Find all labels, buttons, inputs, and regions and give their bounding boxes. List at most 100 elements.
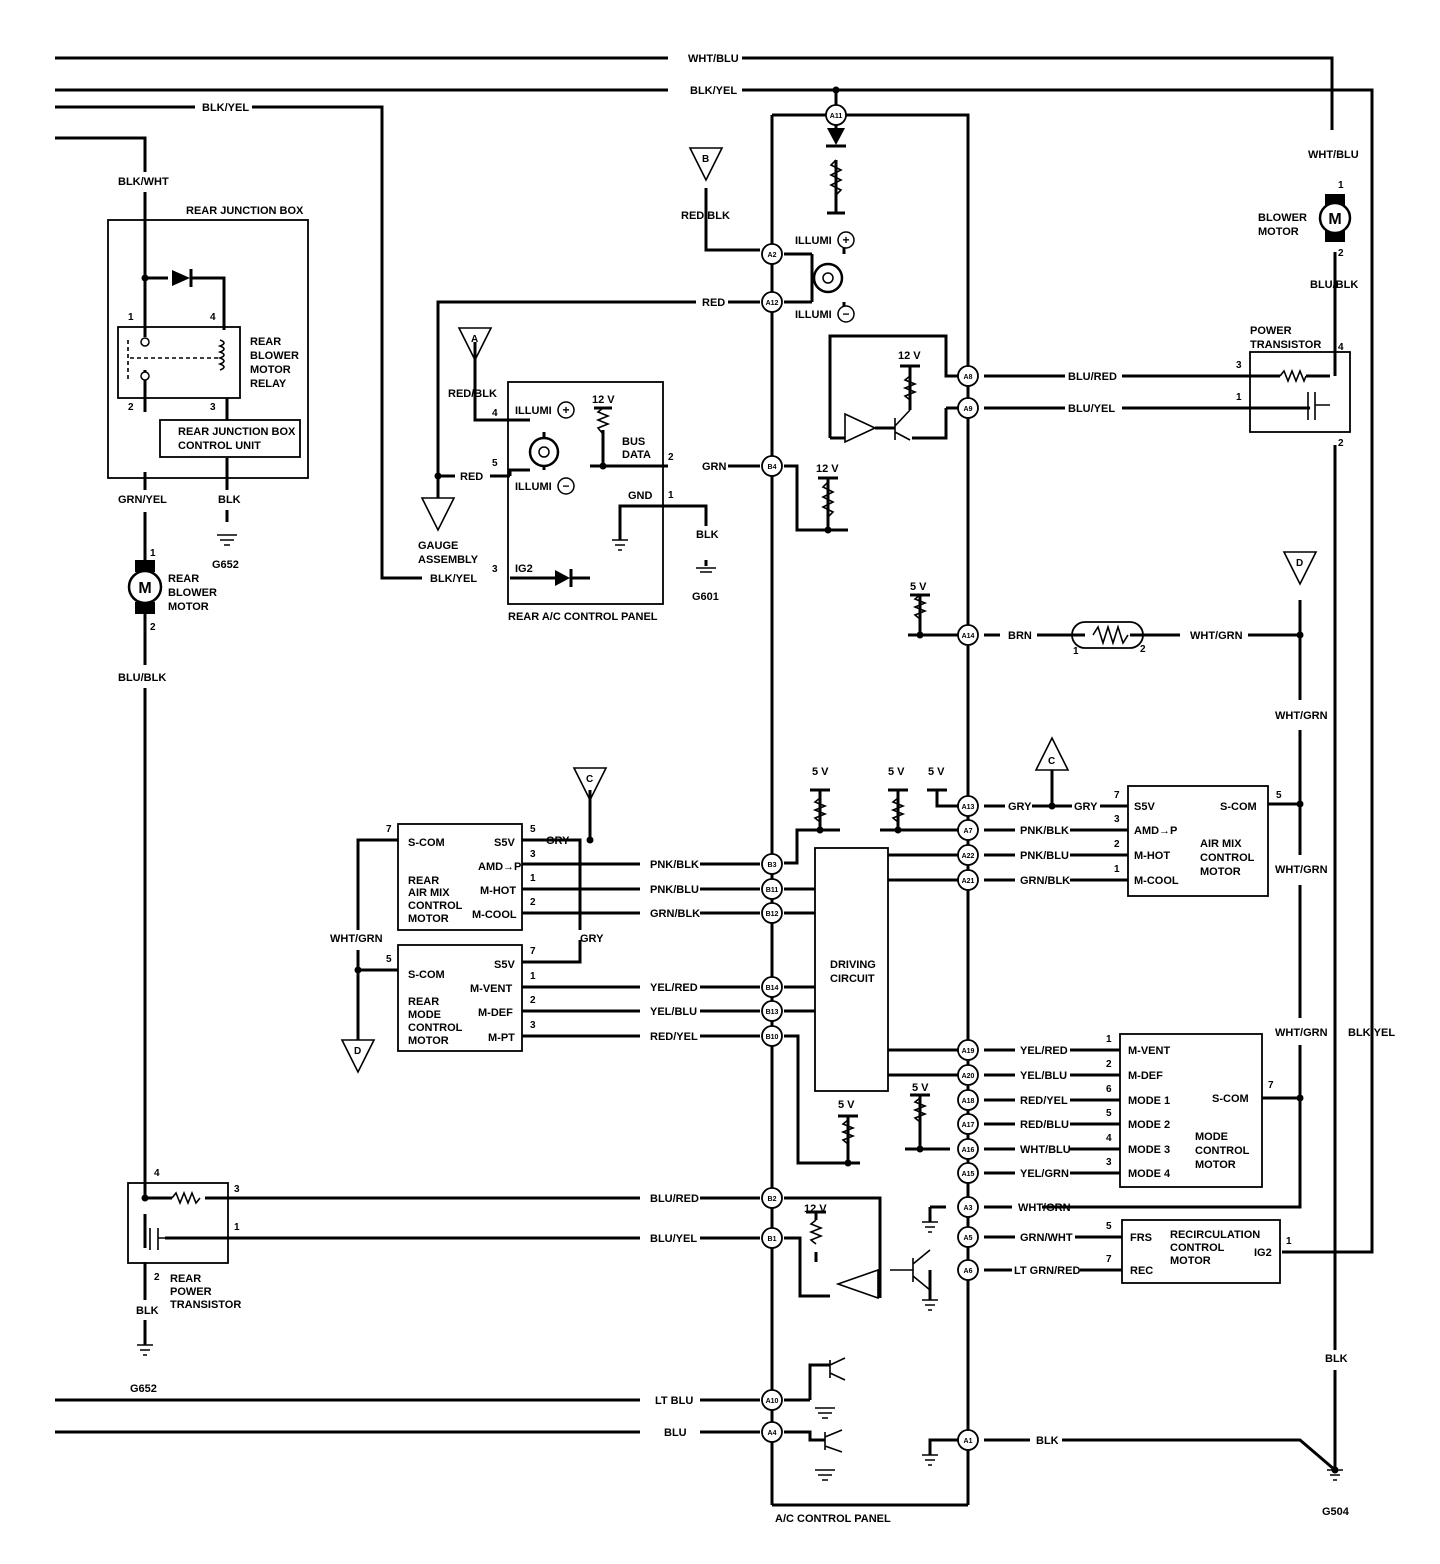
rear-air-mix-label-4: MOTOR (408, 913, 449, 925)
illumi-bulb-icon (812, 262, 844, 294)
terminal-a9: A9 (957, 397, 979, 419)
wire-label-wht-grn: WHT/GRN (330, 933, 383, 945)
air-mix-label-3: MOTOR (1200, 866, 1241, 878)
terminal-b3: B3 (761, 853, 783, 875)
wire-label-blk-wht: BLK/WHT (118, 176, 169, 188)
terminal-a6: A6 (957, 1259, 979, 1281)
terminal-label: A14 (962, 633, 975, 640)
terminal-b10: B10 (761, 1025, 783, 1047)
air-mix-label-2: CONTROL (1200, 852, 1255, 864)
minus-icon: − (842, 307, 849, 321)
pin-number: 4 (1338, 342, 1344, 353)
pin-number: 3 (1114, 814, 1120, 825)
terminal-label: B13 (766, 1009, 779, 1016)
ground-g601-label: G601 (692, 591, 719, 603)
wire-label-blk-yel: BLK/YEL (1348, 1027, 1395, 1039)
pin-number: 1 (1338, 180, 1344, 191)
terminal-a2: A2 (761, 243, 783, 265)
terminal-label: A7 (964, 828, 973, 835)
wire-label-wht-grn: WHT/GRN (1275, 1027, 1328, 1039)
pin-m-hot: M-HOT (1134, 850, 1170, 862)
rear-relay-label-3: MOTOR (250, 364, 291, 376)
connector-labels: B A C C D D (354, 154, 1303, 1057)
pin-number: 1 (1114, 864, 1120, 875)
terminal-label: A12 (766, 300, 779, 307)
terminal-label: B2 (768, 1196, 777, 1203)
ac-panel-label: A/C CONTROL PANEL (775, 1513, 891, 1525)
connector-b-label: B (702, 154, 709, 165)
terminal-label: B10 (766, 1034, 779, 1041)
wire-label-pnk-blk: PNK/BLK (650, 859, 699, 871)
pin-number: 4 (154, 1168, 160, 1179)
terminal-label: A16 (962, 1147, 975, 1154)
pin-number: 3 (530, 849, 536, 860)
wire-label-yel-red: YEL/RED (1020, 1045, 1068, 1057)
gauge-label-2: ASSEMBLY (418, 554, 479, 566)
resistor-icon (821, 481, 835, 518)
voltage-5v: 5 V (928, 766, 945, 778)
plus-icon: + (842, 233, 849, 247)
pin-scom: S-COM (408, 969, 445, 981)
pin-number: 3 (492, 564, 498, 575)
wire-label-pnk-blk: PNK/BLK (1020, 825, 1069, 837)
terminal-label: A15 (962, 1171, 975, 1178)
pin-number: 1 (150, 548, 156, 559)
wire-label-blk-yel: BLK/YEL (202, 102, 249, 114)
transistor-icon (894, 409, 911, 441)
pin-number: 7 (386, 824, 392, 835)
pin-mode4: MODE 4 (1128, 1168, 1171, 1180)
terminal-b13: B13 (761, 1000, 783, 1022)
terminal-label: B3 (768, 862, 777, 869)
pin-rec: REC (1130, 1265, 1153, 1277)
terminal-label: A11 (830, 113, 843, 120)
terminal-label: A22 (962, 853, 975, 860)
pin-mode2: MODE 2 (1128, 1119, 1170, 1131)
pin-number: 1 (668, 490, 674, 501)
diode-icon (827, 128, 845, 145)
pin-m-cool: M-COOL (1134, 875, 1179, 887)
pin-number: 2 (1338, 438, 1344, 449)
pin-number: 2 (1106, 1059, 1112, 1070)
temp-sensor-body (1071, 621, 1144, 649)
fet-icon (149, 1228, 165, 1250)
pin-number: 2 (1140, 644, 1146, 655)
wire-label-red: RED (460, 471, 483, 483)
resistor-icon (902, 375, 918, 401)
wire-label-blk: BLK (696, 529, 719, 541)
terminal-label: A5 (964, 1235, 973, 1242)
ground-symbols (137, 534, 1343, 1481)
recirc-label-1: RECIRCULATION (1170, 1229, 1260, 1241)
terminal-a22: A22 (957, 844, 979, 866)
wire-label-ltgrn-red: LT GRN/RED (1014, 1265, 1080, 1277)
rear-blower-label-2: BLOWER (168, 587, 217, 599)
resistor-icon (912, 594, 928, 620)
rear-power-tr-label-1: REAR (170, 1273, 201, 1285)
resistor-icon (595, 407, 611, 435)
ground-g504-label: G504 (1322, 1506, 1350, 1518)
voltage-5v: 5 V (838, 1099, 855, 1111)
pin-number: 7 (1106, 1254, 1112, 1265)
air-mix-motor-box (1127, 785, 1269, 897)
voltage-12v: 12 V (898, 350, 921, 362)
wire-label-red: RED (702, 297, 725, 309)
terminal-b4: B4 (761, 455, 783, 477)
pin-number: 4 (492, 408, 498, 419)
connector-c-label: C (586, 774, 593, 785)
connector-a-triangle (457, 327, 493, 362)
wire-label-red-yel: RED/YEL (1020, 1095, 1068, 1107)
wire-label-red-blk: RED/BLK (448, 388, 497, 400)
pin-number: 3 (234, 1184, 240, 1195)
component-boxes (107, 219, 1351, 1284)
pin-s5v: S5V (1134, 801, 1155, 813)
pin-number: 1 (128, 312, 134, 323)
terminal-a18: A18 (957, 1089, 979, 1111)
pin-number: 1 (234, 1222, 240, 1233)
wire-label-wht-grn: WHT/GRN (1018, 1202, 1071, 1214)
driving-circuit-box (814, 847, 889, 1092)
resistor-icon (812, 797, 828, 823)
pin-number: 2 (128, 402, 134, 413)
wire-label-blu: BLU (664, 1427, 687, 1439)
wire-label-lt-blu: LT BLU (655, 1395, 693, 1407)
wire-label-red-blk: RED/BLK (681, 210, 730, 222)
ground-g652-label: G652 (212, 559, 239, 571)
